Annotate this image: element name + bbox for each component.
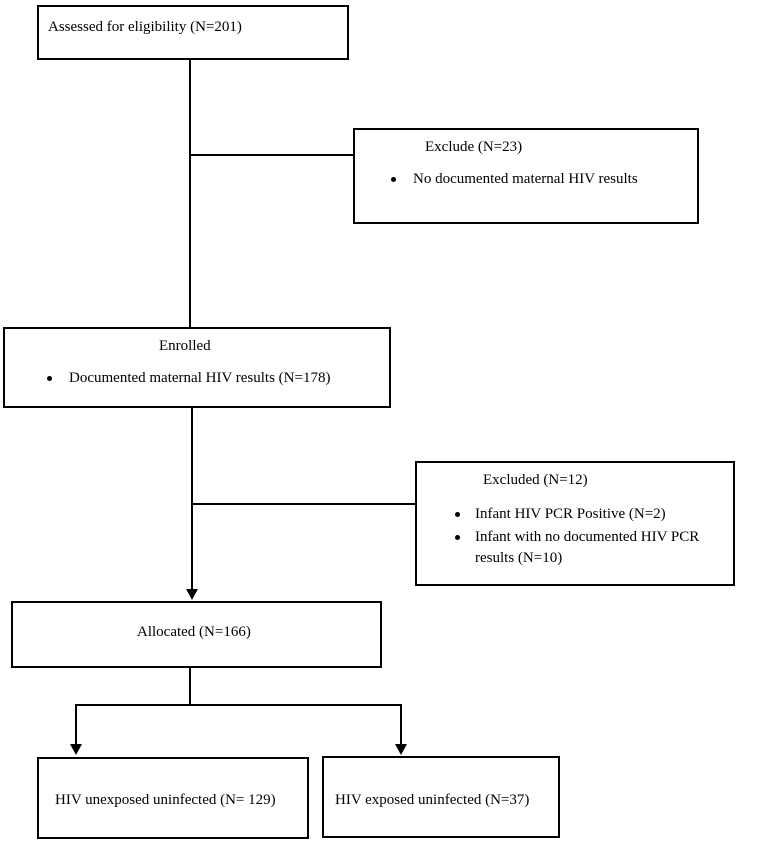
connector-branch-exclude — [189, 154, 354, 156]
excluded-bullet-dot-0 — [455, 512, 460, 517]
unexposed-box: HIV unexposed uninfected (N= 129) — [37, 757, 309, 839]
allocated-title: Allocated (N=166) — [137, 624, 251, 640]
excluded-box: Excluded (N=12) Infant HIV PCR Positive … — [415, 461, 735, 586]
connector-to-unexposed — [75, 704, 77, 745]
connector-allocated-down — [189, 668, 191, 705]
enrolled-box: Enrolled Documented maternal HIV results… — [3, 327, 391, 408]
exposed-box: HIV exposed uninfected (N=37) — [322, 756, 560, 838]
connector-branch-excluded — [191, 503, 416, 505]
excluded-bullet-1-cont: results (N=10) — [475, 550, 563, 566]
enrolled-title: Enrolled — [159, 338, 211, 354]
enrolled-bullet-dot-0 — [47, 376, 52, 381]
arrow-to-exposed — [395, 744, 407, 755]
assessed-title: Assessed for eligibility (N=201) — [48, 19, 242, 35]
exclude-title: Exclude (N=23) — [425, 139, 523, 155]
arrow-to-unexposed — [70, 744, 82, 755]
connector-to-exposed — [400, 704, 402, 745]
connector-enrolled-allocated — [191, 408, 193, 590]
excluded-bullet-0: Infant HIV PCR Positive (N=2) — [475, 506, 666, 522]
exclude-bullet-dot-0 — [391, 177, 396, 182]
excluded-bullet-dot-1 — [455, 535, 460, 540]
exclude-bullet-0: No documented maternal HIV results — [413, 171, 638, 187]
assessed-box: Assessed for eligibility (N=201) — [37, 5, 349, 60]
exclude-box: Exclude (N=23) No documented maternal HI… — [353, 128, 699, 224]
connector-split-horizontal — [75, 704, 402, 706]
arrow-to-allocated — [186, 589, 198, 600]
excluded-bullet-1: Infant with no documented HIV PCR — [475, 529, 700, 545]
allocated-box: Allocated (N=166) — [11, 601, 382, 668]
enrolled-bullet-0: Documented maternal HIV results (N=178) — [69, 370, 331, 386]
unexposed-title: HIV unexposed uninfected (N= 129) — [55, 792, 276, 808]
excluded-title: Excluded (N=12) — [483, 472, 588, 488]
connector-assessed-enrolled — [189, 60, 191, 328]
exposed-title: HIV exposed uninfected (N=37) — [335, 792, 530, 808]
